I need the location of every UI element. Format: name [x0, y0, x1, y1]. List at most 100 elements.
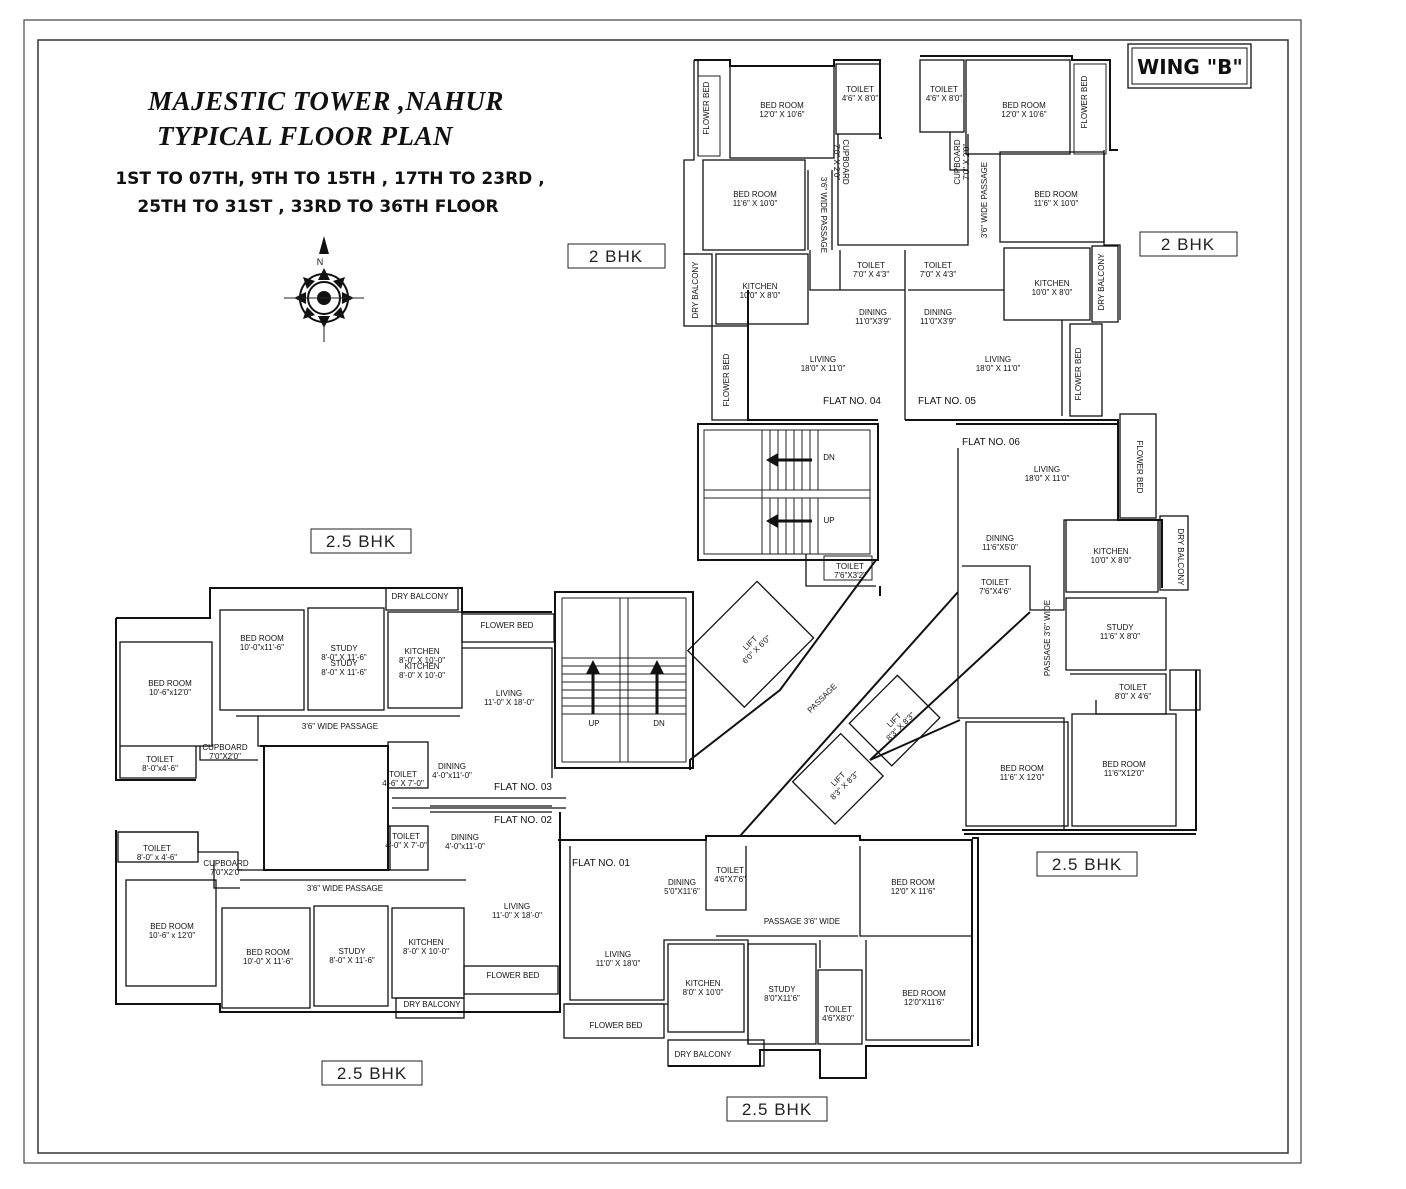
room-label: 3'6" WIDE PASSAGE [307, 884, 383, 893]
room-dimension: 11'0" X 18'0" [596, 959, 641, 968]
room-name: 3'6" WIDE PASSAGE [302, 722, 378, 731]
room-name: UP [588, 719, 599, 728]
room-label: DN [823, 453, 835, 462]
bhk-label-flat-1: 2.5 BHK [742, 1100, 812, 1119]
title-line-3: 1ST TO 07TH, 9TH TO 15TH , 17TH TO 23RD … [115, 169, 544, 189]
room-name: TOILET [716, 866, 744, 875]
room-label: FLOWER BED [1074, 347, 1083, 400]
room-label: 3'6" WIDE PASSAGE [980, 162, 989, 238]
room-name: CUPBOARD [202, 743, 248, 752]
room-dimension: 8'-0" X 10'-0" [399, 656, 445, 665]
room-label: DRY BALCONY [691, 261, 700, 319]
room-name: KITCHEN [404, 662, 439, 671]
room-label: FLOWER BED [702, 81, 711, 134]
room-dimension: 7'0" X 2'0" [832, 144, 841, 180]
room-label: FLOWER BED [722, 353, 731, 406]
room-name: BED ROOM [733, 190, 777, 199]
room-name: DRY BALCONY [1097, 253, 1106, 311]
room-name: STUDY [768, 985, 796, 994]
room-dimension: 4'6"X8'0" [822, 1014, 854, 1023]
bhk-label-flat-6: 2.5 BHK [1052, 855, 1122, 874]
room-name: DINING [859, 308, 887, 317]
room-name: DINING [986, 534, 1014, 543]
room-dimension: 8'-0" X 10'-0" [403, 947, 449, 956]
room-name: BED ROOM [1002, 101, 1046, 110]
room-name: KITCHEN [1034, 279, 1069, 288]
room-name: LIVING [496, 689, 522, 698]
room-dimension: 10'-6" x 12'0" [149, 931, 196, 940]
room-label: PASSAGE 3'6" WIDE [764, 917, 840, 926]
walls [115, 55, 1201, 1079]
room-name: TOILET [981, 578, 1009, 587]
room-name: STUDY [330, 659, 358, 668]
room-dimension: 8'-0"x4'-6" [142, 764, 178, 773]
bhk-label-flat-3: 2.5 BHK [326, 532, 396, 551]
room-name: DRY BALCONY [691, 261, 700, 319]
room-label: DRY BALCONY [403, 1000, 461, 1009]
room-label: FLOWER BED [487, 971, 540, 980]
room-name: FLOWER BED [722, 353, 731, 406]
room-label: 3'6" WIDE PASSAGE [302, 722, 378, 731]
room-name: FLOWER BED [1080, 75, 1089, 128]
room-dimension: 4'-0"x11'-0" [445, 842, 485, 851]
room-name: TOILET [143, 844, 171, 853]
room-name: 3'6" WIDE PASSAGE [980, 162, 989, 238]
title-block: MAJESTIC TOWER ,NAHUR TYPICAL FLOOR PLAN… [115, 86, 544, 217]
room-dimension: 4'-6" X 7'-0" [382, 779, 424, 788]
room-name: STUDY [330, 644, 358, 653]
room-name: FLOWER BED [702, 81, 711, 134]
compass-icon: N [284, 236, 364, 342]
wing-text: WING "B" [1137, 55, 1243, 79]
room-dimension: 11'-0" X 18'-0" [484, 698, 534, 707]
room-name: PASSAGE 3'6" WIDE [764, 917, 840, 926]
room-dimension: 10'-0" X 11'-6" [243, 957, 293, 966]
room-dimension: 18'0" X 11'0" [801, 364, 846, 373]
room-dimension: 8'0"X11'6" [764, 994, 800, 1003]
room-name: FLOWER BED [1074, 347, 1083, 400]
room-name: DN [653, 719, 665, 728]
title-line-2: TYPICAL FLOOR PLAN [157, 121, 454, 151]
room-name: BED ROOM [246, 948, 290, 957]
room-label: DN [653, 719, 665, 728]
room-dimension: 7'6"X4'6" [979, 587, 1011, 596]
room-name: TOILET [930, 85, 958, 94]
room-name: CUPBOARD [841, 139, 850, 185]
room-name: BED ROOM [891, 878, 935, 887]
title-line-4: 25TH TO 31ST , 33RD TO 36TH FLOOR [137, 197, 498, 217]
room-label: PASSAGE [806, 682, 839, 715]
room-name: CUPBOARD [203, 859, 249, 868]
room-dimension: 5'0"X11'6" [664, 887, 700, 896]
room-name: KITCHEN [685, 979, 720, 988]
room-label: UP [588, 719, 599, 728]
flat-number-3: FLAT NO. 03 [494, 782, 552, 793]
room-name: LIVING [1034, 465, 1060, 474]
room-name: BED ROOM [1000, 764, 1044, 773]
room-dimension: 8'-0" X 10'-0" [399, 671, 445, 680]
flat-number-5: FLAT NO. 05 [918, 396, 976, 407]
room-name: LIVING [605, 950, 631, 959]
